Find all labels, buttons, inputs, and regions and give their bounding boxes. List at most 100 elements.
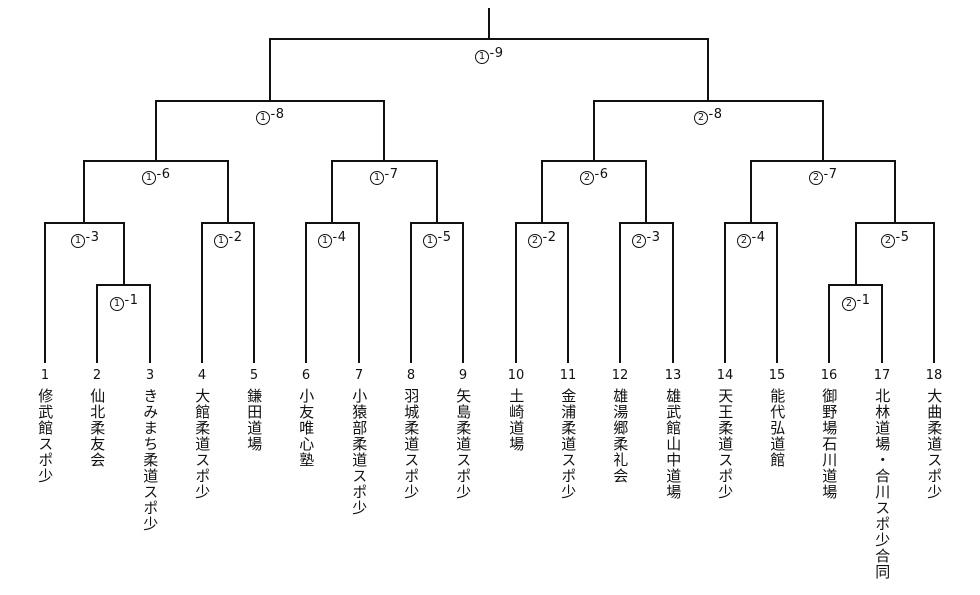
team-name: 修武館スポ少 [36,388,55,484]
team-name: 天王柔道スポ少 [716,388,735,500]
match-label-2-6: 2-6 [580,167,608,185]
circled-group-icon: 1 [71,234,86,248]
team-seed: 15 [768,368,786,383]
match-label-2-5: 2-5 [881,230,909,248]
team-name: 雄武館山中道場 [664,388,683,500]
match-number: 1 [861,293,870,308]
match-number: 3 [651,230,660,245]
team-seed: 17 [873,368,891,383]
match-label-1-4: 1-4 [318,230,346,248]
label-separator: - [823,167,829,182]
team-name: 北林道場・合川スポ少合同 [873,388,892,580]
team-seed: 13 [664,368,682,383]
match-number: 4 [337,230,346,245]
label-separator: - [895,230,901,245]
circled-group-icon: 2 [694,111,709,125]
circled-group-icon: 2 [809,171,824,185]
circled-group-icon: 1 [214,234,229,248]
match-label-2-2: 2-2 [528,230,556,248]
team-name: 小猿部柔道スポ少 [350,388,369,516]
team-name: 土崎道場 [507,388,526,452]
match-number: 8 [713,107,722,122]
team-seed: 10 [507,368,525,383]
label-separator: - [156,167,162,182]
label-separator: - [124,293,130,308]
match-label-1-2: 1-2 [214,230,242,248]
match-label-2-8: 2-8 [694,107,722,125]
match-number: 5 [900,230,909,245]
team-name: きみまち柔道スポ少 [141,388,160,532]
team-seed: 8 [406,368,416,383]
team-seed: 2 [92,368,102,383]
label-separator: - [542,230,548,245]
match-number: 6 [161,167,170,182]
label-separator: - [384,167,390,182]
team-seed: 9 [458,368,468,383]
match-label-2-1: 2-1 [842,293,870,311]
team-seed: 1 [40,368,50,383]
team-name: 仙北柔友会 [88,388,107,468]
label-separator: - [646,230,652,245]
label-separator: - [437,230,443,245]
label-separator: - [489,46,495,61]
match-label-1-5: 1-5 [423,230,451,248]
team-seed: 5 [249,368,259,383]
match-number: 9 [494,46,503,61]
circled-group-icon: 1 [370,171,385,185]
circled-group-icon: 2 [881,234,896,248]
circled-group-icon: 1 [142,171,157,185]
team-seed: 6 [301,368,311,383]
match-label-2-7: 2-7 [809,167,837,185]
match-number: 2 [233,230,242,245]
team-name: 御野場石川道場 [820,388,839,500]
match-label-1-8: 1-8 [256,107,284,125]
match-number: 5 [442,230,451,245]
team-name: 雄湯郷柔礼会 [611,388,630,484]
team-seed: 4 [197,368,207,383]
label-separator: - [856,293,862,308]
team-seed: 18 [925,368,943,383]
match-label-1-3: 1-3 [71,230,99,248]
team-seed: 12 [611,368,629,383]
team-name: 金浦柔道スポ少 [559,388,578,500]
match-number: 2 [547,230,556,245]
circled-group-icon: 1 [423,234,438,248]
match-number: 6 [599,167,608,182]
match-number: 8 [275,107,284,122]
label-separator: - [332,230,338,245]
circled-group-icon: 2 [632,234,647,248]
circled-group-icon: 2 [737,234,752,248]
label-separator: - [594,167,600,182]
team-name: 小友唯心塾 [297,388,316,468]
match-number: 3 [90,230,99,245]
circled-group-icon: 1 [318,234,333,248]
team-name: 能代弘道館 [768,388,787,468]
circled-group-icon: 2 [842,297,857,311]
circled-group-icon: 1 [475,50,490,64]
match-number: 7 [828,167,837,182]
match-label-1-6: 1-6 [142,167,170,185]
team-name: 羽城柔道スポ少 [402,388,421,500]
label-separator: - [751,230,757,245]
label-separator: - [708,107,714,122]
match-label-1-9: 1-9 [475,46,503,64]
team-name: 大館柔道スポ少 [193,388,212,500]
team-seed: 14 [716,368,734,383]
team-seed: 16 [820,368,838,383]
match-label-1-1: 1-1 [110,293,138,311]
match-label-2-3: 2-3 [632,230,660,248]
label-separator: - [228,230,234,245]
label-separator: - [85,230,91,245]
match-label-1-7: 1-7 [370,167,398,185]
circled-group-icon: 1 [256,111,271,125]
match-number: 1 [129,293,138,308]
circled-group-icon: 2 [528,234,543,248]
circled-group-icon: 1 [110,297,125,311]
match-label-2-4: 2-4 [737,230,765,248]
team-name: 矢島柔道スポ少 [454,388,473,500]
team-seed: 11 [559,368,577,383]
team-name: 大曲柔道スポ少 [925,388,944,500]
match-number: 7 [389,167,398,182]
